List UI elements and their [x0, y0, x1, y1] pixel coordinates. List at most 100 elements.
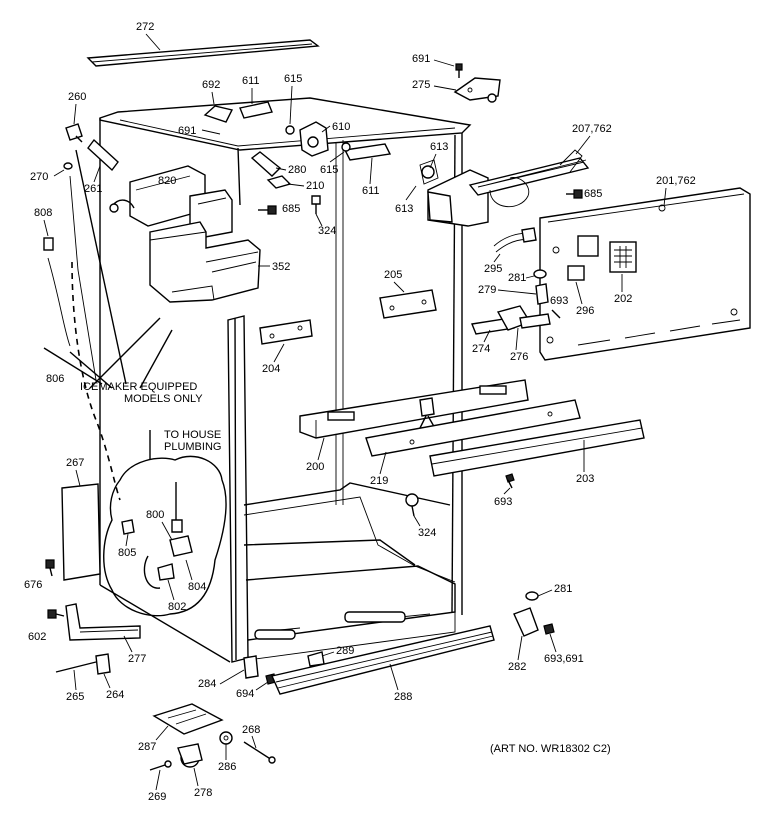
leveler-265-264: [55, 653, 111, 675]
refrigerator-cabinet: [99, 97, 472, 663]
callout-267: 267: [66, 457, 84, 469]
callout-685-left: 685: [282, 203, 300, 215]
callout-805: 805: [118, 547, 136, 559]
callout-261: 261: [84, 183, 102, 195]
callout-202: 202: [614, 293, 632, 305]
callout-613-mid: 613: [395, 203, 413, 215]
part-808: [43, 237, 54, 251]
callout-685-right: 685: [584, 188, 602, 200]
callout-204: 204: [262, 363, 280, 375]
callout-210: 210: [306, 180, 324, 192]
rail-203: [429, 419, 645, 477]
callout-280: 280: [288, 164, 306, 176]
callout-269: 269: [148, 791, 166, 803]
callout-205: 205: [384, 269, 402, 281]
control-panel-201-762: [539, 187, 751, 361]
hinge-275: [453, 77, 501, 103]
plumbing-cloud: [103, 455, 227, 617]
callout-260: 260: [68, 91, 86, 103]
control-housing-610: [299, 121, 329, 157]
ice-bucket-352: [149, 221, 261, 303]
callout-610: 610: [332, 121, 350, 133]
callout-265: 265: [66, 691, 84, 703]
callout-287: 287: [138, 741, 156, 753]
parts-611-692: [203, 101, 392, 161]
callout-295: 295: [484, 263, 502, 275]
callout-278: 278: [194, 787, 212, 799]
callout-693-mid: 693: [550, 295, 568, 307]
rod-261: [87, 138, 119, 172]
bolt-268: [243, 741, 276, 764]
callout-615-top: 615: [284, 73, 302, 85]
icemaker-note-line2: MODELS ONLY: [124, 393, 203, 405]
callout-808: 808: [34, 207, 52, 219]
bracket-205: [379, 289, 437, 319]
callout-219: 219: [370, 475, 388, 487]
callout-802: 802: [168, 601, 186, 613]
icemaker-note-line1: ICEMAKER EQUIPPED: [80, 381, 197, 393]
callout-602: 602: [28, 631, 46, 643]
callout-296: 296: [576, 305, 594, 317]
callout-207-762: 207,762: [572, 123, 612, 135]
callout-613-top: 613: [430, 141, 448, 153]
clip-270: [63, 162, 73, 170]
callout-694: 694: [236, 688, 254, 700]
callout-820: 820: [158, 175, 176, 187]
callout-264: 264: [106, 689, 124, 701]
callout-324-lower: 324: [418, 527, 436, 539]
callout-800: 800: [146, 509, 164, 521]
callout-324-top: 324: [318, 225, 336, 237]
callout-279: 279: [478, 284, 496, 296]
callout-281-top: 281: [508, 272, 526, 284]
mullion-200: [299, 379, 529, 439]
callout-611-mid: 611: [362, 185, 380, 197]
art-number: (ART NO. WR18302 C2): [490, 743, 611, 755]
callout-277: 277: [128, 653, 146, 665]
callout-275: 275: [412, 79, 430, 91]
plumbing-note-line2: PLUMBING: [164, 441, 221, 453]
plumbing-note-line1: TO HOUSE: [164, 429, 221, 441]
callout-201-762: 201,762: [656, 175, 696, 187]
callout-272: 272: [136, 21, 154, 33]
relay-parts-279-274-276: [471, 269, 561, 335]
bracket-277: [65, 603, 141, 641]
knob-324-lower: [405, 493, 419, 517]
callout-270: 270: [30, 171, 48, 183]
grille-288: [271, 625, 495, 695]
screw-269: [149, 760, 172, 771]
callout-268: 268: [242, 724, 260, 736]
callout-203: 203: [576, 473, 594, 485]
callout-284: 284: [198, 678, 216, 690]
callout-352: 352: [272, 261, 290, 273]
callout-692: 692: [202, 79, 220, 91]
panel-267: [61, 483, 101, 581]
callout-281-lower: 281: [554, 583, 572, 595]
roller-278: [177, 743, 203, 768]
callout-806: 806: [46, 373, 64, 385]
callout-286: 286: [218, 761, 236, 773]
screw-691-top: [455, 63, 463, 78]
callout-289: 289: [336, 645, 354, 657]
callout-804: 804: [188, 581, 206, 593]
evaporator-207-762: [468, 149, 590, 208]
screw-324-top: [311, 195, 321, 214]
icemaker-leaders: [43, 149, 173, 501]
callout-615-mid: 615: [320, 164, 338, 176]
callout-276: 276: [510, 351, 528, 363]
bracket-204: [259, 319, 313, 345]
screws-676-602: [45, 559, 65, 619]
rail-219: [365, 399, 581, 457]
callout-611-top: 611: [242, 75, 260, 87]
top-rail-272: [86, 39, 320, 67]
callout-693-691: 693,691: [544, 653, 584, 665]
callout-676: 676: [24, 579, 42, 591]
wire-harness-295: [493, 227, 537, 253]
screw-260: [65, 123, 83, 143]
callout-693-lower: 693: [494, 496, 512, 508]
callout-691-top: 691: [412, 53, 430, 65]
callout-691-left: 691: [178, 125, 196, 137]
screw-693-mid: [505, 473, 515, 489]
screws-685: [258, 189, 583, 215]
